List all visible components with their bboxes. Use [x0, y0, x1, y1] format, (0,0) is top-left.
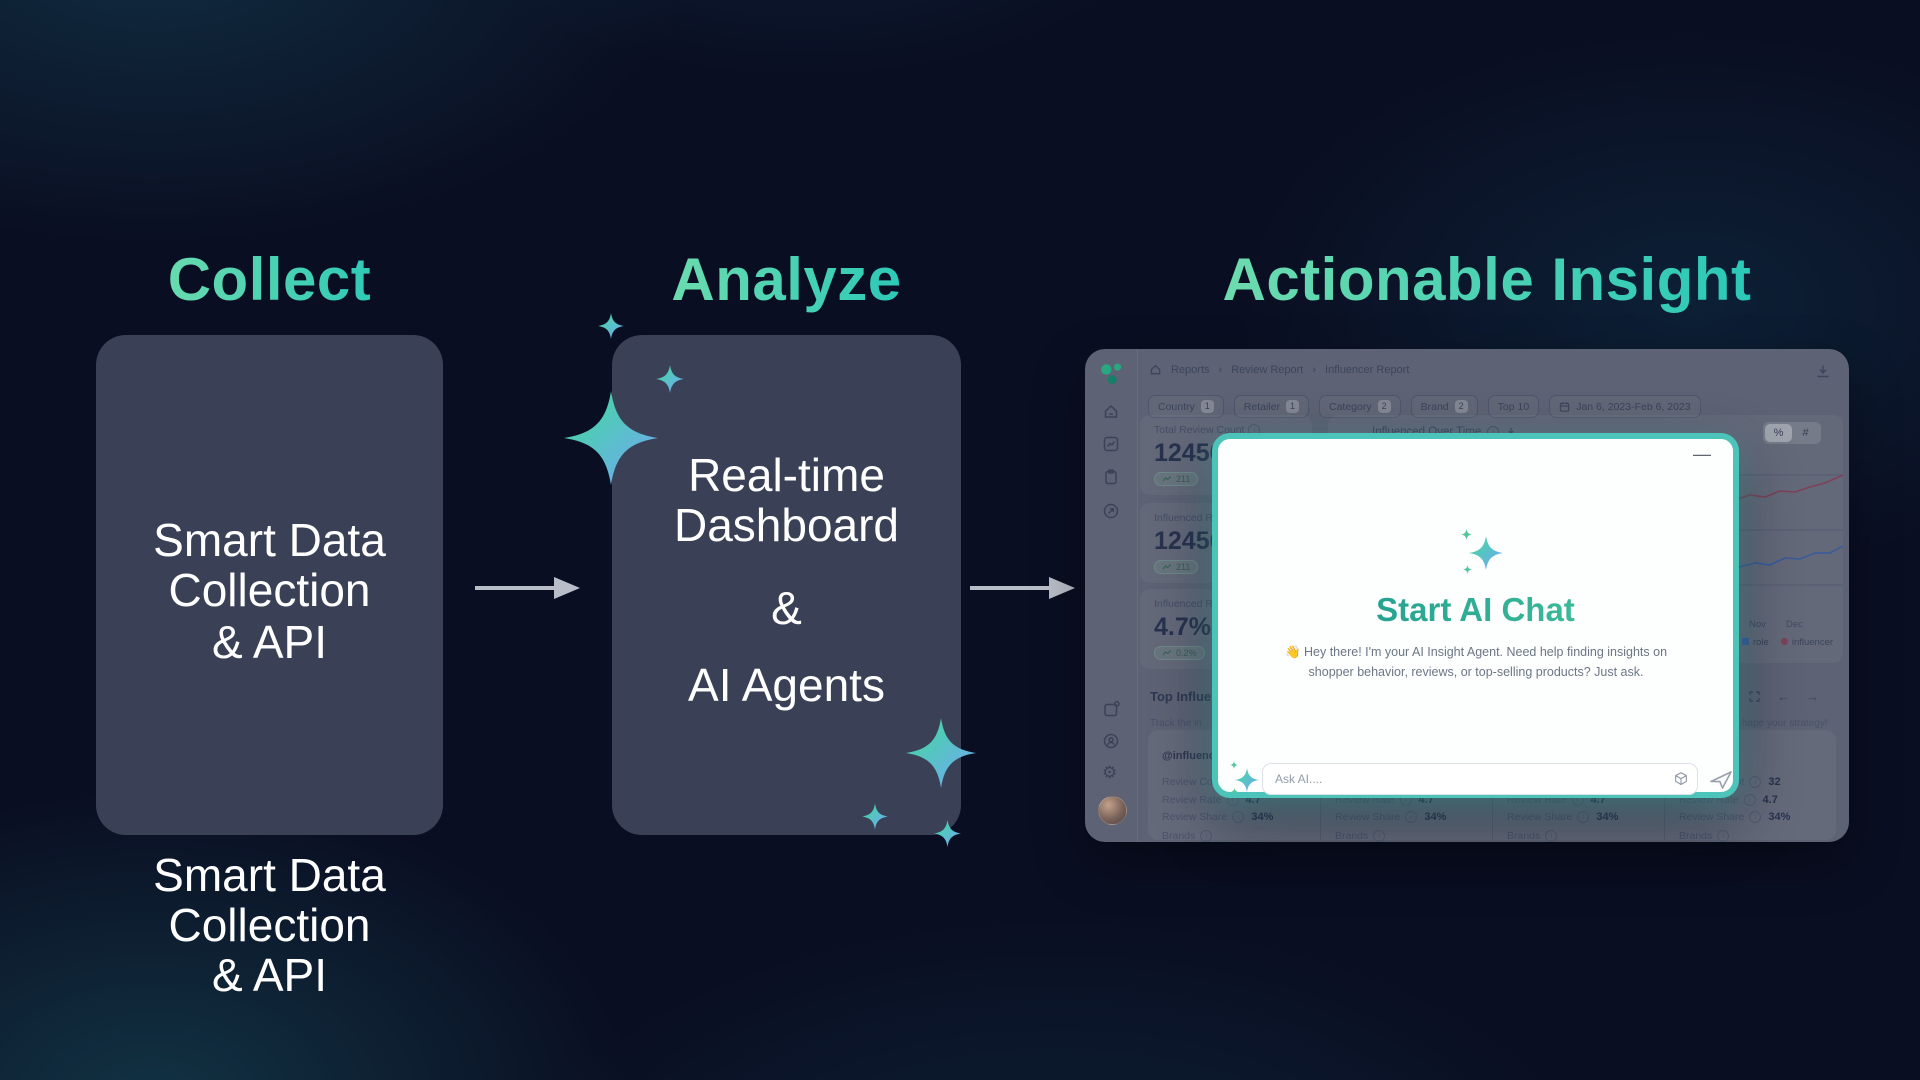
- stat-delta-badge: 211: [1154, 472, 1199, 486]
- analyze-card-text: Dashboard: [673, 499, 900, 551]
- stat-value: 4.7%: [1154, 613, 1211, 641]
- collect-card-text: & API: [211, 616, 328, 668]
- analyze-card: [612, 335, 961, 835]
- role-legend-marker: [1742, 638, 1749, 645]
- ask-ai-input[interactable]: [1262, 763, 1698, 795]
- info-icon: [1743, 794, 1756, 806]
- ai-sparkle-icon: [1230, 761, 1262, 797]
- collect-card-line: Collection: [168, 899, 371, 951]
- info-icon: [1749, 776, 1762, 788]
- info-icon: [1232, 811, 1245, 823]
- expand-icon[interactable]: [1748, 690, 1761, 703]
- analyze-card-text: Real-time: [688, 449, 885, 501]
- modal-message: 👋 Hey there! I'm your AI Insight Agent. …: [1284, 645, 1668, 679]
- prev-arrow-icon[interactable]: ←: [1777, 689, 1790, 704]
- analyze-card-text: &: [771, 582, 802, 634]
- trend-up-icon: [1162, 564, 1172, 570]
- sparkle-icon: [906, 718, 976, 788]
- info-icon: [1545, 830, 1558, 842]
- breadcrumb: Reports › Review Report › Influencer Rep…: [1149, 363, 1409, 376]
- next-arrow-icon[interactable]: →: [1806, 689, 1819, 704]
- collect-card-text: Collection: [168, 564, 371, 616]
- collect-card-line: Smart Data: [153, 849, 386, 901]
- stat-delta-badge: 0.2%: [1154, 646, 1205, 660]
- app-logo-icon[interactable]: [1098, 360, 1124, 386]
- info-icon: [1200, 830, 1213, 842]
- minimize-button[interactable]: —: [1693, 444, 1711, 464]
- info-icon: [1717, 830, 1730, 842]
- modal-title: Start AI Chat: [1218, 591, 1733, 629]
- info-icon: [1405, 811, 1418, 823]
- send-icon[interactable]: [1708, 767, 1734, 793]
- breadcrumb-item[interactable]: Influencer Report: [1325, 363, 1410, 376]
- strategy-hint-text: hape your strategy!: [1742, 718, 1828, 729]
- filter-count: 1: [1285, 400, 1299, 413]
- home-icon[interactable]: [1149, 363, 1162, 376]
- info-icon: [1577, 811, 1590, 823]
- ai-sparkle-icon: [1461, 529, 1511, 575]
- breadcrumb-separator: ›: [1312, 363, 1317, 376]
- sparkle-icon: [862, 803, 888, 830]
- filter-count: 2: [1377, 400, 1391, 413]
- collect-card: Smart Data Collection & API: [96, 335, 443, 1000]
- top-influencers-subtitle: Track the in: [1150, 718, 1202, 729]
- top-influencers-controls: ← →: [1748, 689, 1819, 704]
- heading-collect: Collect: [96, 247, 443, 313]
- export-icon[interactable]: [1102, 700, 1120, 718]
- download-icon[interactable]: [1815, 363, 1831, 379]
- trend-up-icon: [1162, 476, 1172, 482]
- unit-toggle: % #: [1763, 422, 1821, 444]
- trend-up-icon: [1162, 650, 1172, 656]
- stat-value: 12456: [1154, 439, 1224, 467]
- breadcrumb-separator: ›: [1218, 363, 1223, 376]
- dashboard-sidebar: ⚙: [1085, 349, 1138, 842]
- analyze-card-text: AI Agents: [688, 659, 885, 711]
- clipboard-icon[interactable]: [1102, 468, 1120, 486]
- ai-chat-modal: — Start AI Chat 👋 Hey there! I'm your AI…: [1212, 433, 1739, 798]
- sparkle-icon: [656, 365, 684, 393]
- flow-arrow-icon: [970, 577, 1075, 599]
- filter-count: 1: [1200, 400, 1214, 413]
- cube-icon[interactable]: [1673, 771, 1689, 787]
- sparkle-icon: [934, 820, 961, 847]
- heading-actionable-insight: Actionable Insight: [1105, 247, 1869, 313]
- flow-arrow-icon: [475, 577, 580, 599]
- calendar-icon: [1560, 401, 1570, 412]
- settings-gear-icon[interactable]: ⚙: [1102, 763, 1118, 782]
- sparkle-icon: [598, 313, 624, 339]
- history-icon[interactable]: [1102, 502, 1120, 520]
- toggle-count[interactable]: #: [1802, 427, 1809, 439]
- chart-legend: role influencer: [1742, 637, 1833, 648]
- ask-ai-input-wrap: [1262, 763, 1698, 795]
- home-icon[interactable]: [1102, 402, 1120, 420]
- x-axis-label: Nov: [1749, 619, 1766, 630]
- filter-chip-top10[interactable]: Top 10: [1487, 395, 1540, 418]
- stat-value: 12456: [1154, 527, 1224, 555]
- influencer-handle: @influencer: [1162, 750, 1226, 762]
- breadcrumb-item[interactable]: Review Report: [1231, 363, 1304, 376]
- collect-card-line: & API: [211, 949, 328, 1001]
- filter-chip-daterange[interactable]: Jan 6, 2023-Feb 6, 2023: [1549, 395, 1701, 418]
- support-icon[interactable]: [1102, 732, 1120, 750]
- toggle-percent[interactable]: %: [1765, 424, 1792, 442]
- info-icon: [1373, 830, 1386, 842]
- user-avatar[interactable]: [1098, 796, 1127, 825]
- collect-card-text: Smart Data: [153, 514, 386, 566]
- stat-delta-badge: 211: [1154, 560, 1199, 574]
- filter-count: 2: [1454, 400, 1468, 413]
- breadcrumb-item[interactable]: Reports: [1171, 363, 1210, 376]
- heading-analyze: Analyze: [612, 247, 961, 313]
- x-axis-label: Dec: [1786, 619, 1803, 630]
- influencer-legend-marker: [1780, 638, 1788, 645]
- analytics-icon[interactable]: [1102, 435, 1120, 453]
- sparkle-icon: [564, 391, 658, 485]
- info-icon: [1749, 811, 1762, 823]
